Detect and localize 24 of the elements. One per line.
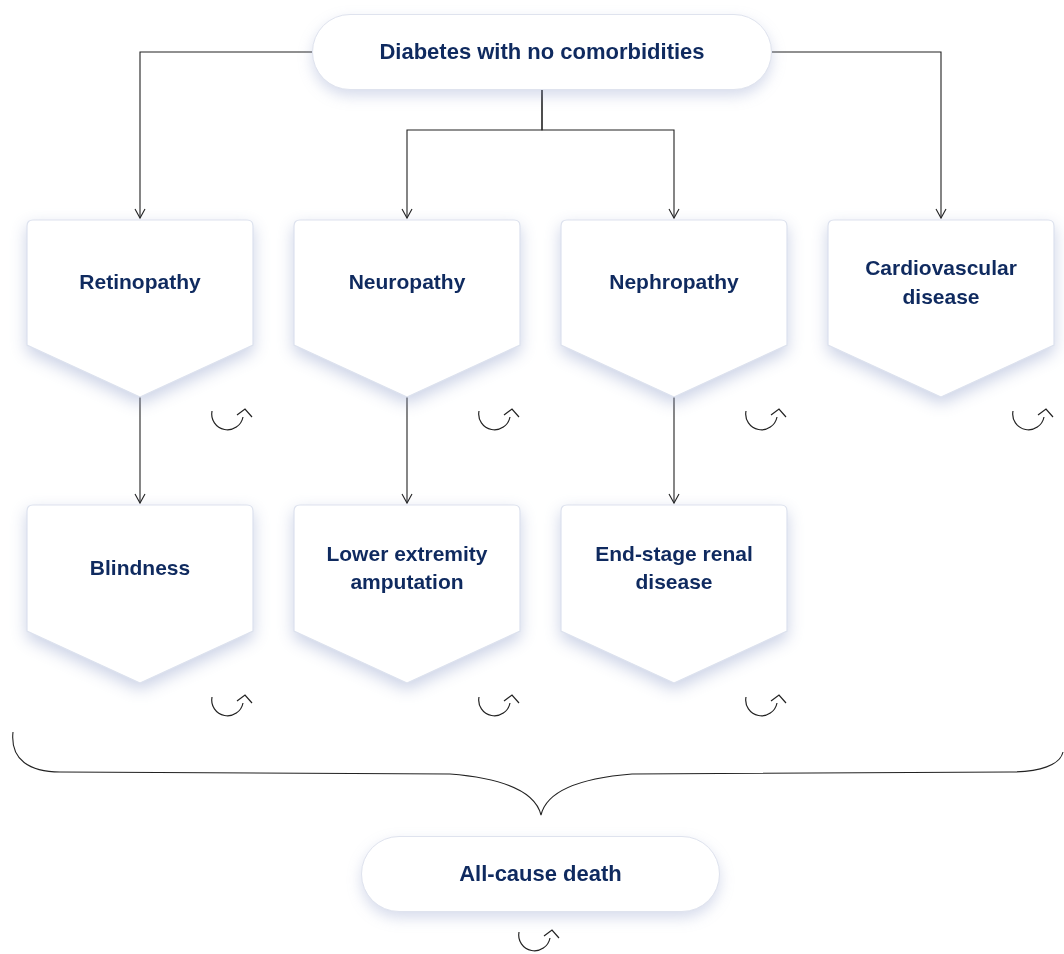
arrow (134, 51, 313, 219)
pentagon-box (828, 220, 1054, 397)
pentagon-box (27, 505, 253, 683)
node-label: Cardiovascular disease (864, 255, 1018, 310)
arrow (541, 89, 680, 219)
node-label: End-stage renal disease (594, 540, 754, 595)
pentagon-box (561, 220, 787, 397)
pentagon-box (561, 505, 787, 683)
node-label: Diabetes with no comorbidities (379, 38, 705, 67)
node-label: Retinopathy (79, 269, 201, 296)
arrow (771, 51, 947, 219)
arrow (668, 396, 680, 504)
node-label: Lower extremity amputation (325, 540, 489, 595)
arrow (401, 396, 413, 504)
node-label: Neuropathy (348, 269, 466, 296)
node-label: All-cause death (459, 860, 622, 889)
node-label: Nephropathy (609, 269, 739, 296)
rounded-box (361, 836, 720, 912)
pentagon-box (294, 220, 520, 397)
arrow (134, 396, 146, 504)
node-label: Blindness (89, 554, 191, 581)
pentagon-box (27, 220, 253, 397)
rounded-box (312, 14, 772, 90)
pentagon-box (294, 505, 520, 683)
